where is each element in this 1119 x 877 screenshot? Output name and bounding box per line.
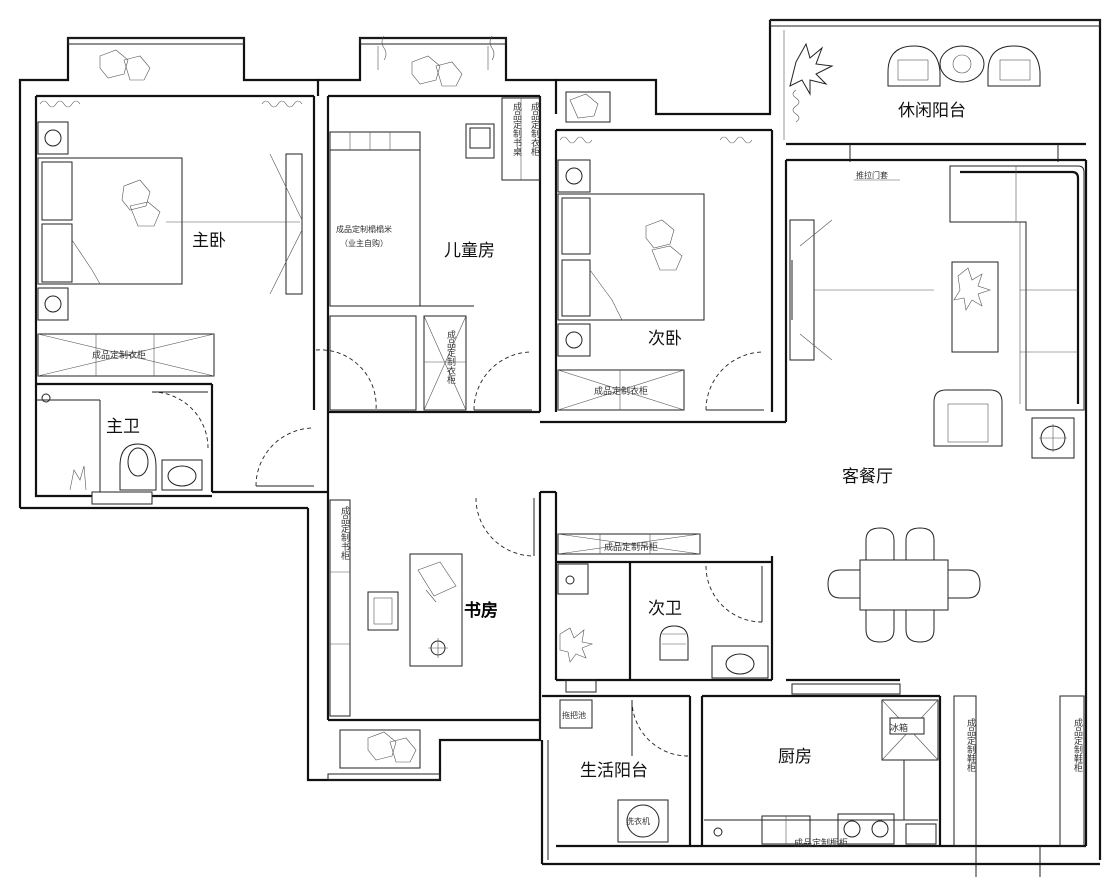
pillow-icon xyxy=(411,55,463,87)
room-label-leisure-balcony: 休闲阳台 xyxy=(898,101,966,121)
dining-chairs xyxy=(827,527,981,643)
toilet xyxy=(119,443,157,491)
room-label-living-dining: 客餐厅 xyxy=(842,467,893,487)
kitchen-cabinet-label: 成品定制橱柜 xyxy=(794,837,848,849)
sliding-door-label: 推拉门套 xyxy=(856,170,888,180)
chair xyxy=(465,123,495,159)
side-table xyxy=(1031,417,1075,459)
toilet xyxy=(659,625,689,661)
fridge-label: 冰箱 xyxy=(890,722,908,734)
hall-cabinet: 成品定制吊柜 xyxy=(557,533,701,555)
living-dining: 客餐厅 成品定制鞋柜 成品定制鞋柜 xyxy=(789,165,1085,847)
mop-pool xyxy=(559,699,593,729)
lounge-chair xyxy=(987,45,1041,87)
small-wardrobe-label: 成品定制衣柜 xyxy=(445,329,456,385)
tatami-sublabel: （业主自购） xyxy=(340,238,388,248)
mop-pool-label: 拖把池 xyxy=(562,710,586,720)
plant-icon xyxy=(559,627,594,663)
room-label-study: 书房 xyxy=(464,600,498,621)
washbasin xyxy=(161,459,203,491)
tv-cabinet xyxy=(285,153,303,295)
washbasin xyxy=(711,645,769,679)
lamp-icon xyxy=(44,295,62,313)
bookshelf xyxy=(329,499,351,717)
pillow-icon xyxy=(569,93,599,119)
room-label-master-bedroom: 主卧 xyxy=(192,231,226,251)
plant-icon xyxy=(69,465,87,491)
pillow-icon xyxy=(645,219,683,271)
wardrobe xyxy=(557,369,685,411)
pillow-icon xyxy=(121,179,161,227)
entry-cabinet xyxy=(953,695,977,847)
room-label-utility-balcony: 生活阳台 xyxy=(580,761,648,781)
fridge xyxy=(881,699,939,761)
bookshelf-label: 成品定制书柜 xyxy=(339,505,350,561)
tatami-label: 成品定制榻榻米 xyxy=(336,224,392,234)
entry-cabinet-right-label: 成品定制鞋柜 xyxy=(1072,717,1083,773)
sectional-sofa xyxy=(949,165,1085,411)
study: 成品定制书柜 书房 xyxy=(329,497,535,769)
leisure-balcony: 休闲阳台 推拉门套 xyxy=(783,30,1059,181)
study-desk xyxy=(409,553,463,667)
room-label-second-bedroom: 次卧 xyxy=(648,329,682,349)
windows xyxy=(67,19,1101,877)
master-bedroom: 成品定制衣柜 主卧 xyxy=(37,49,315,487)
tv-cabinet xyxy=(789,219,815,361)
coffee-table xyxy=(951,261,999,353)
nightstand xyxy=(37,121,69,155)
pillow-icon xyxy=(99,49,151,81)
room-label-kids-room: 儿童房 xyxy=(444,241,495,261)
oven xyxy=(905,823,937,845)
washer-label: 洗衣机 xyxy=(626,816,650,826)
utility-balcony: 拖把池 洗衣机 生活阳台 xyxy=(559,699,689,843)
wardrobe-label: 成品定制衣柜 xyxy=(594,385,648,397)
entry-cabinet xyxy=(1059,695,1085,847)
wardrobe-kids-label: 成品定制衣柜 xyxy=(529,101,540,157)
door-swing xyxy=(255,427,315,487)
room-label-kitchen: 厨房 xyxy=(778,747,812,767)
double-bed xyxy=(37,157,183,285)
cabinet xyxy=(329,315,417,411)
wardrobe-label: 成品定制衣柜 xyxy=(92,349,146,361)
cooktop xyxy=(837,813,895,845)
round-table xyxy=(939,45,985,83)
hall-cabinet-label: 成品定制吊柜 xyxy=(604,541,658,553)
armchair xyxy=(933,389,1003,447)
desk-cabinet-label: 成品定制书桌 xyxy=(511,101,522,157)
room-label-second-bath: 次卫 xyxy=(648,599,682,619)
chair xyxy=(367,591,399,631)
double-bed xyxy=(557,193,705,321)
lamp-icon xyxy=(565,331,583,349)
plant-icon xyxy=(953,267,991,311)
washing-machine xyxy=(617,799,669,843)
curtain xyxy=(39,100,81,108)
wardrobe xyxy=(37,333,215,377)
entry-cabinet-left-label: 成品定制鞋柜 xyxy=(965,717,976,773)
kids-room: 成品定制榻榻米 （业主自购） 成品定制书桌 成品定制衣柜 成品定制衣柜 儿童房 xyxy=(315,35,541,411)
second-bedroom: 成品定制衣柜 次卧 xyxy=(557,91,765,411)
small-wardrobe xyxy=(423,315,467,411)
second-bath: 次卫 xyxy=(557,563,769,679)
room-label-master-bath: 主卫 xyxy=(106,417,140,437)
plant-icon xyxy=(789,42,834,96)
dining-table xyxy=(859,559,949,611)
lamp-icon xyxy=(44,129,62,147)
kitchen: 冰箱 成品定制橱柜 厨房 xyxy=(704,699,939,849)
pillow-icon xyxy=(367,731,417,763)
master-bath: 主卫 xyxy=(36,391,209,492)
lounge-chair xyxy=(887,45,941,87)
lamp-icon xyxy=(565,167,583,185)
